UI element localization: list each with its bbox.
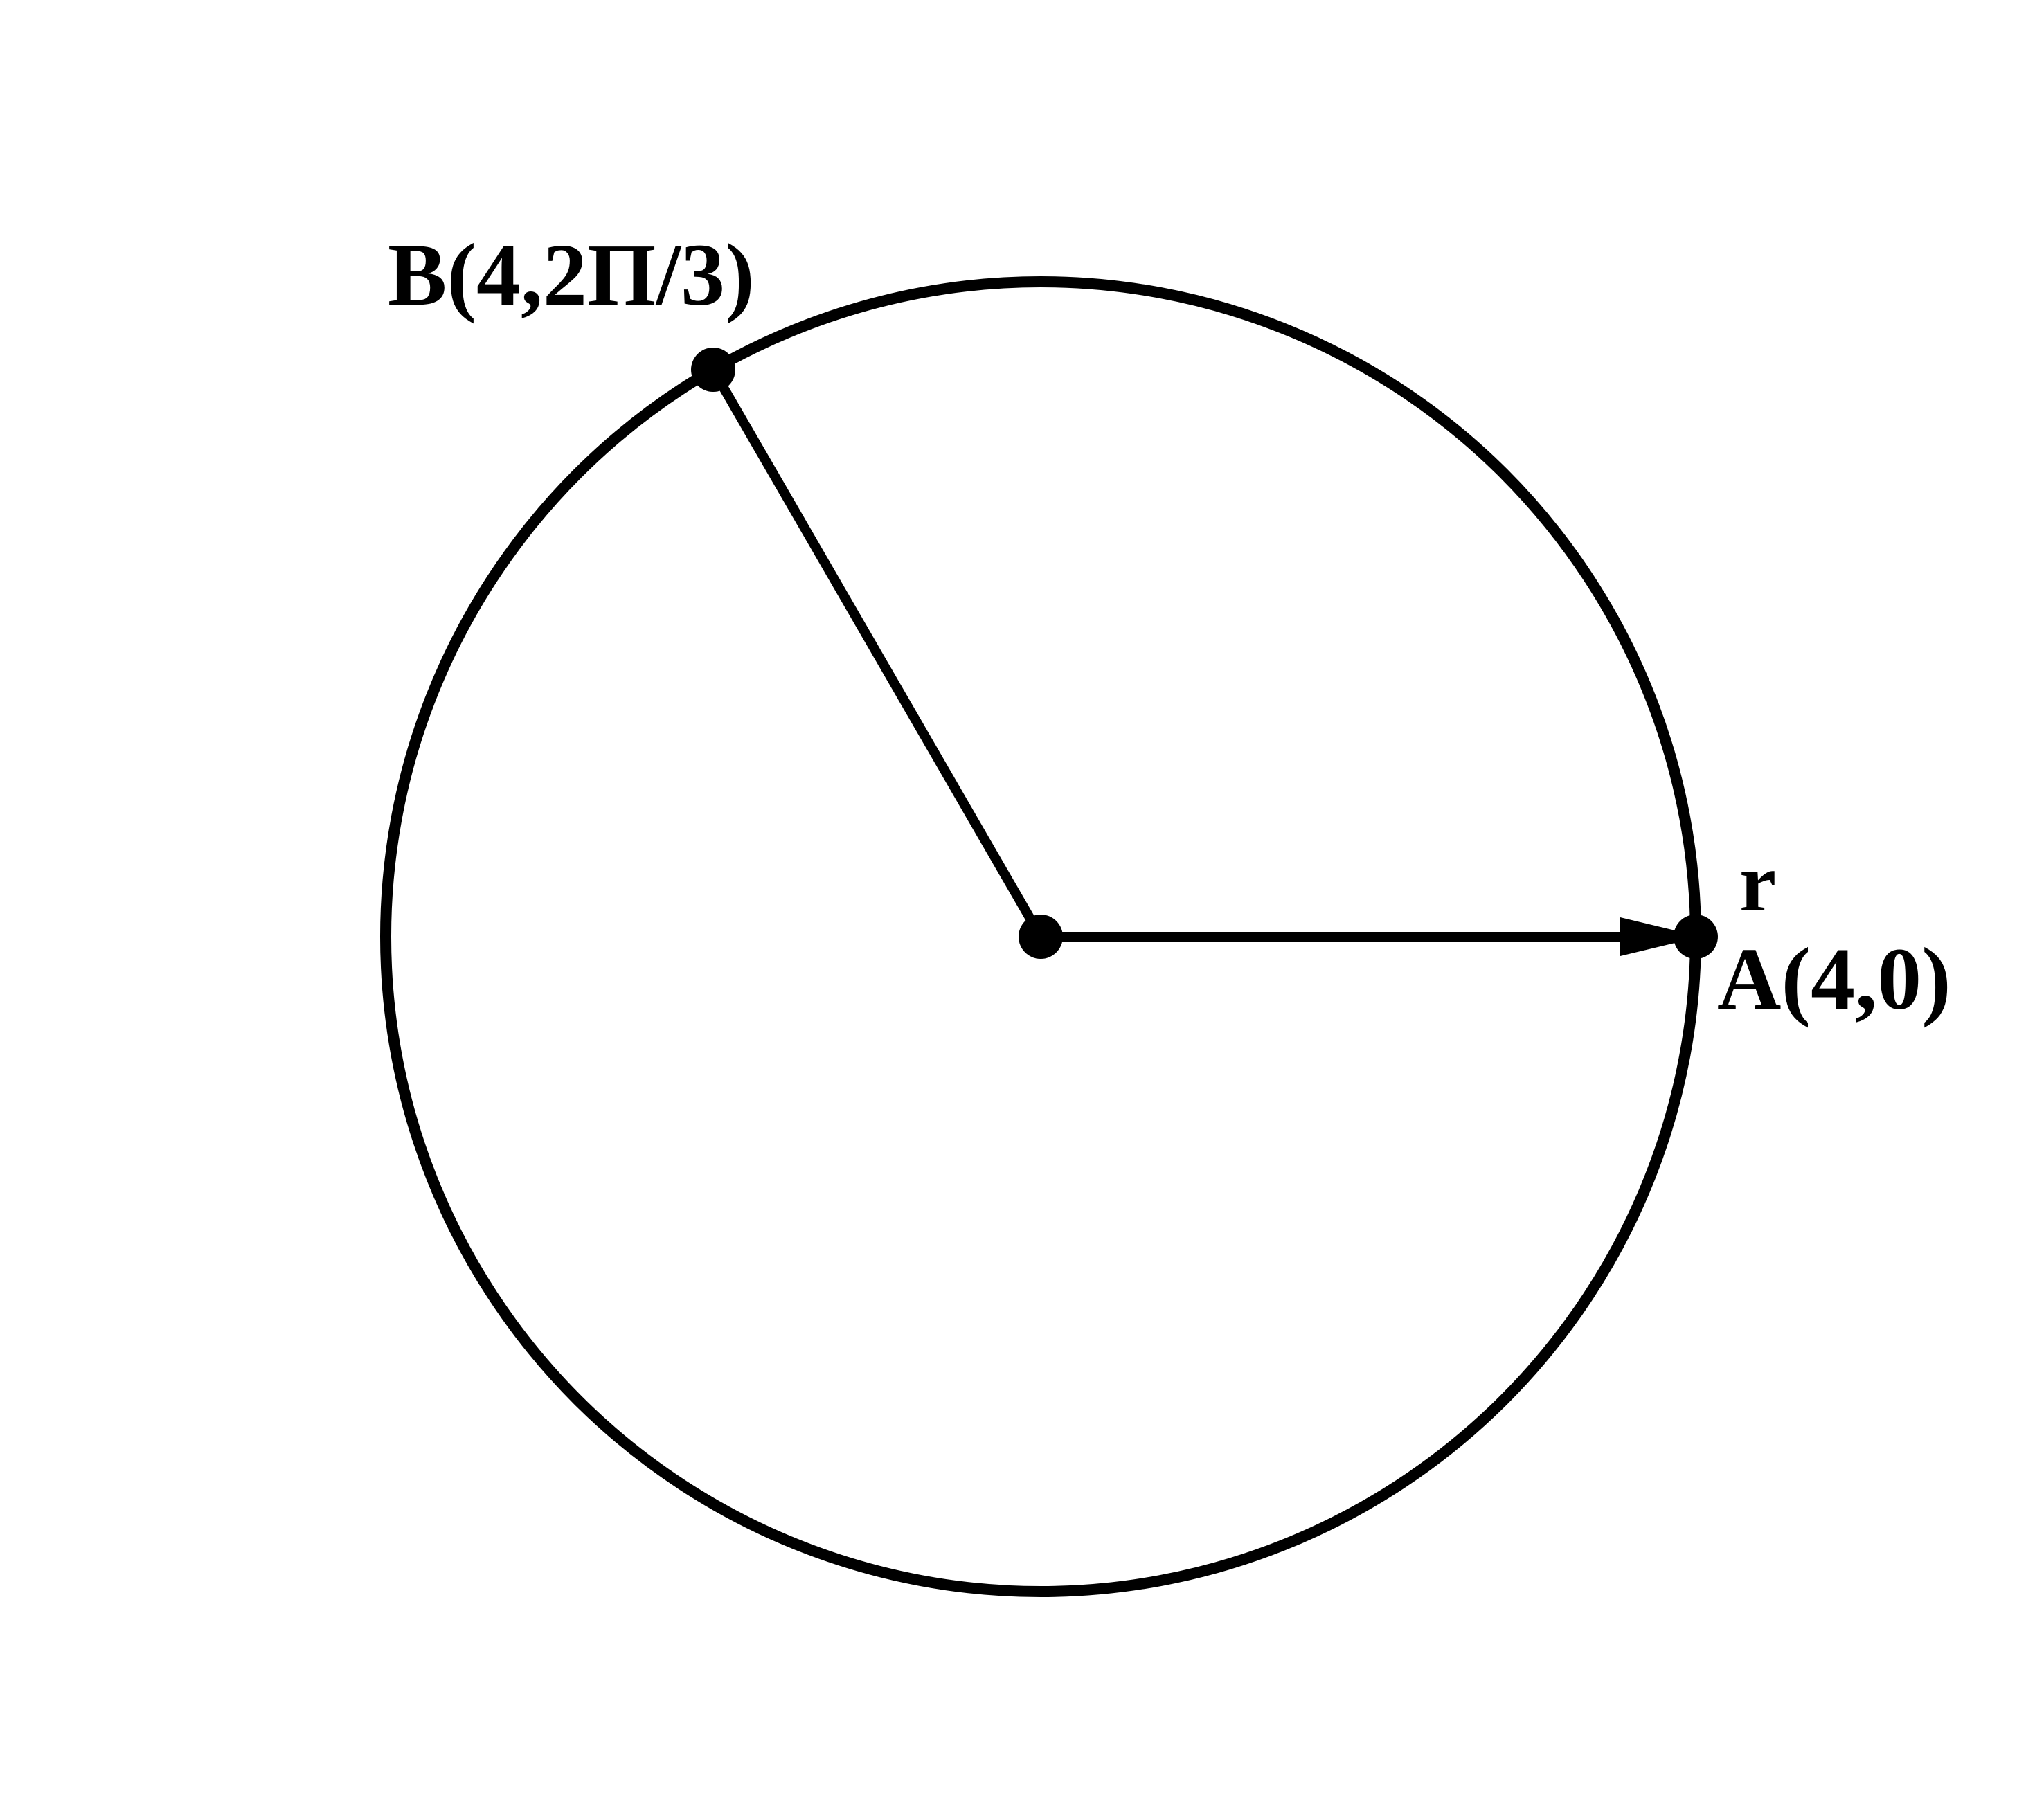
point-a-label: A(4,0)	[1717, 930, 1951, 1028]
radius-arrowhead	[1620, 917, 1689, 956]
radius-label: r	[1739, 836, 1776, 928]
point-b-label: B(4,2Π/3)	[388, 226, 755, 324]
center-point	[1019, 915, 1063, 959]
point-a	[1674, 915, 1718, 959]
point-b	[691, 348, 735, 392]
segment-center-to-b	[708, 367, 1046, 939]
